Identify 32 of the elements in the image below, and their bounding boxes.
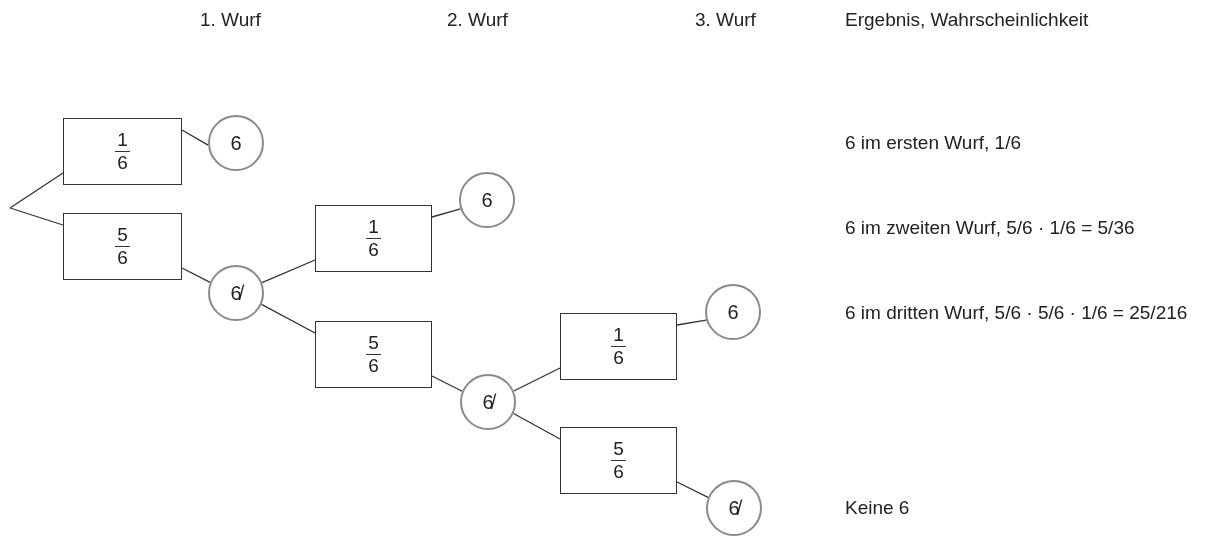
outcome-circle: 6̸ — [208, 265, 264, 321]
column-heading: Ergebnis, Wahrscheinlichkeit — [845, 9, 1089, 31]
probability-box: 1 6 — [560, 313, 677, 380]
branch-line — [181, 267, 211, 284]
probability-box: 1 6 — [63, 118, 182, 185]
branch-line — [431, 208, 462, 218]
branch-line — [181, 129, 209, 146]
result-text: 6 im zweiten Wurf, 5/6 · 1/6 = 5/36 — [845, 217, 1135, 239]
branch-line — [260, 303, 316, 334]
outcome-circle: 6 — [208, 115, 264, 171]
branch-line — [676, 481, 709, 498]
branch-line — [676, 319, 707, 326]
branch-line — [513, 367, 561, 392]
probability-box: 1 6 — [315, 205, 432, 272]
branch-line — [9, 207, 64, 226]
probability-box: 5 6 — [63, 213, 182, 280]
branch-line — [431, 375, 463, 392]
probability-box: 5 6 — [315, 321, 432, 388]
probability-box: 5 6 — [560, 427, 677, 494]
outcome-circle: 6̸ — [706, 480, 762, 536]
result-text: 6 im ersten Wurf, 1/6 — [845, 132, 1021, 154]
branch-line — [261, 259, 316, 284]
branch-line — [9, 172, 64, 209]
column-heading: 1. Wurf — [200, 9, 261, 31]
outcome-circle: 6 — [705, 284, 761, 340]
outcome-circle: 6̸ — [460, 374, 516, 430]
outcome-circle: 6 — [459, 172, 515, 228]
column-heading: 2. Wurf — [447, 9, 508, 31]
result-text: 6 im dritten Wurf, 5/6 · 5/6 · 1/6 = 25/216 — [845, 302, 1188, 324]
result-text: Keine 6 — [845, 497, 910, 519]
column-heading: 3. Wurf — [695, 9, 756, 31]
branch-line — [512, 412, 561, 440]
